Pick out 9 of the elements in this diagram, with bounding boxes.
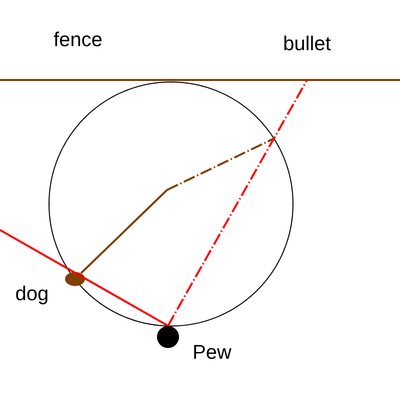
node-label: dog	[16, 286, 48, 304]
line	[0, 229, 168, 327]
line	[167, 80, 308, 326]
text-label: fence	[54, 32, 102, 46]
node-label: Pew	[194, 345, 232, 359]
line	[80, 189, 168, 274]
text-label: bullet	[284, 36, 331, 50]
dog-marker	[65, 272, 85, 286]
pew-marker	[157, 326, 179, 348]
